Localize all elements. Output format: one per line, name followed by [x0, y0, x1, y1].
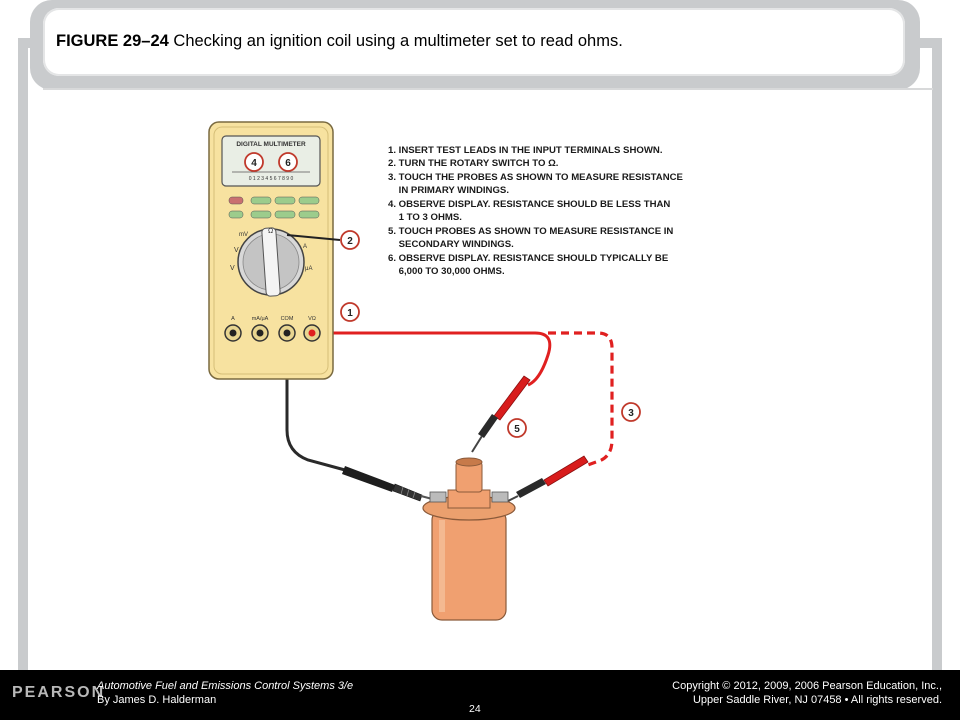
meter-buttons — [228, 196, 320, 219]
footer: PEARSON Automotive Fuel and Emissions Co… — [0, 670, 960, 720]
terminal-label-vohm: VΩ — [308, 316, 316, 322]
black-probe — [342, 466, 437, 502]
title-box — [43, 8, 905, 76]
instruction-line: 5. TOUCH PROBES AS SHOWN TO MEASURE RESI… — [388, 226, 673, 237]
copyright-line-1: Copyright © 2012, 2009, 2006 Pearson Edu… — [672, 680, 942, 692]
instruction-line: 2. TURN THE ROTARY SWITCH TO Ω. — [388, 158, 558, 169]
page-number: 24 — [469, 703, 481, 715]
instruction-line: 1. INSERT TEST LEADS IN THE INPUT TERMIN… — [388, 145, 663, 156]
figure-caption: Checking an ignition coil using a multim… — [173, 32, 623, 50]
frame-right-bar — [932, 38, 942, 670]
callout-1: 1 — [340, 302, 360, 322]
terminal-label-com: COM — [281, 316, 294, 322]
instruction-list: 1. INSERT TEST LEADS IN THE INPUT TERMIN… — [388, 145, 684, 277]
instruction-line: 1 TO 3 OHMS. — [388, 212, 462, 223]
frame-left-bar — [18, 38, 28, 670]
ignition-coil-diagram: DIGITAL MULTIMETER 0 1 2 3 4 5 6 7 8 9 0… — [208, 121, 684, 621]
instruction-line: 6. OBSERVE DISPLAY. RESISTANCE SHOULD TY… — [388, 253, 669, 264]
terminal-label-a: A — [231, 316, 235, 322]
callout-1-label: 1 — [347, 308, 353, 319]
red-probe-primary — [501, 455, 589, 505]
dial-label-a: A — [303, 244, 307, 250]
book-author: By James D. Halderman — [97, 694, 217, 706]
red-probe-secondary — [471, 375, 531, 453]
meter-terminals — [224, 324, 321, 342]
terminal-label-ma: mA/μA — [252, 316, 269, 322]
black-lead-wire — [285, 333, 346, 472]
ignition-coil — [422, 457, 516, 621]
callout-2-label: 2 — [347, 236, 353, 247]
dial-label-mv: mV — [239, 232, 248, 238]
callout-3: 3 — [621, 402, 641, 422]
callout-3-label: 3 — [628, 408, 634, 419]
dial-label-ohm: Ω — [268, 228, 273, 235]
instruction-line: 6,000 TO 30,000 OHMS. — [388, 266, 505, 277]
dial-label-v-ac: V — [230, 265, 235, 272]
red-lead-wire — [312, 331, 552, 387]
red-lead-alternate-dashed — [548, 331, 614, 468]
dial-label-v-dc: V — [234, 247, 239, 254]
meter-scale: 0 1 2 3 4 5 6 7 8 9 0 — [249, 176, 294, 182]
instruction-line: 3. TOUCH THE PROBES AS SHOWN TO MEASURE … — [388, 172, 684, 183]
instruction-line: SECONDARY WINDINGS. — [388, 239, 514, 250]
pearson-logo: PEARSON — [12, 684, 106, 701]
callout-6: 6 — [278, 152, 298, 172]
callout-5-label: 5 — [514, 424, 520, 435]
multimeter: DIGITAL MULTIMETER 0 1 2 3 4 5 6 7 8 9 0… — [208, 121, 334, 380]
figure-title: FIGURE 29–24 Checking an ignition coil u… — [56, 32, 623, 51]
instruction-line: 4. OBSERVE DISPLAY. RESISTANCE SHOULD BE… — [388, 199, 670, 210]
callout-4-label: 4 — [251, 158, 257, 169]
book-info: Automotive Fuel and Emissions Control Sy… — [97, 679, 353, 707]
callout-2-leader — [286, 234, 341, 241]
meter-display — [221, 135, 321, 187]
meter-brand-label: DIGITAL MULTIMETER — [236, 141, 306, 148]
instruction-line: IN PRIMARY WINDINGS. — [388, 185, 509, 196]
title-divider — [43, 88, 933, 90]
rotary-switch — [237, 227, 305, 297]
callout-2: 2 — [340, 230, 360, 250]
dial-label-ua: μA — [305, 266, 312, 272]
figure-label: FIGURE 29–24 — [56, 32, 169, 50]
book-title: Automotive Fuel and Emissions Control Sy… — [97, 680, 354, 692]
copyright: Copyright © 2012, 2009, 2006 Pearson Edu… — [672, 679, 942, 707]
callout-5: 5 — [507, 418, 527, 438]
callout-6-label: 6 — [285, 158, 291, 169]
copyright-line-2: Upper Saddle River, NJ 07458 • All right… — [692, 694, 942, 706]
callout-4: 4 — [244, 152, 264, 172]
